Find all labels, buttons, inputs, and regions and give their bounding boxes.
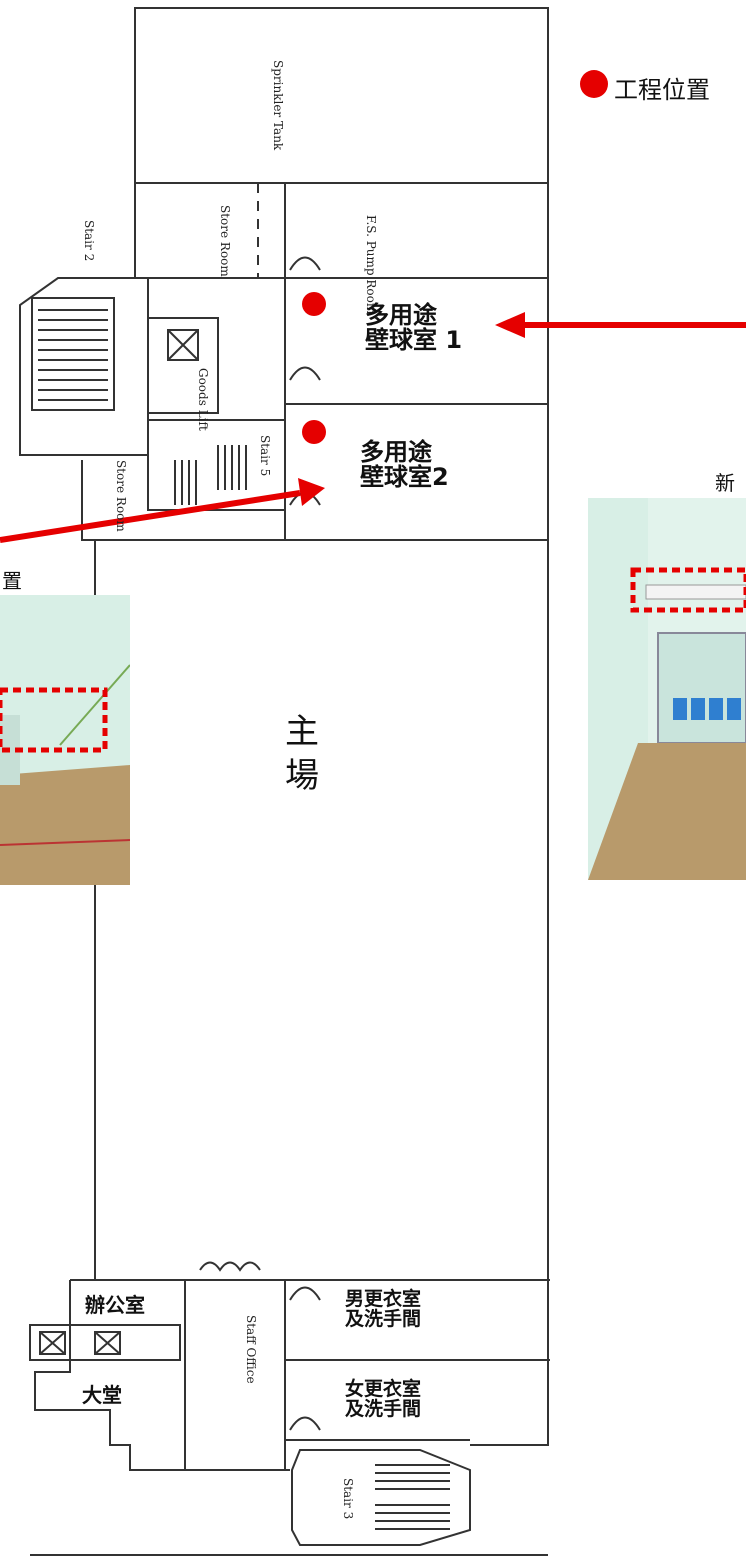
store-room-left-label: Store Room <box>114 460 128 532</box>
main-hall-label: 主 場 <box>285 712 319 797</box>
sprinkler-tank-label: Sprinkler Tank <box>271 60 285 151</box>
staff-office-label: Staff Office <box>244 1315 258 1384</box>
stair-5-label: Stair 5 <box>258 435 272 477</box>
right-photo-caption: 新 <box>715 471 735 495</box>
female-changing-label: 女更衣室 及洗手間 <box>345 1378 422 1420</box>
left-photo-caption: 置 <box>2 569 22 593</box>
sprinkler-tank-room <box>134 7 549 184</box>
squash-court-photo-left <box>0 595 130 885</box>
legend-label: 工程位置 <box>614 76 710 104</box>
location-marker-squash-1 <box>302 292 326 316</box>
squash-court-photo-right <box>588 498 746 880</box>
outer-wall <box>135 7 549 1446</box>
stair-2-label: Stair 2 <box>82 220 96 262</box>
left-photo-dashed-box <box>0 687 108 753</box>
male-changing-label: 男更衣室 及洗手間 <box>345 1288 422 1330</box>
squash-room-1-label: 多用途 壁球室 1 <box>365 301 463 355</box>
goods-lift-label: Goods Lift <box>196 368 210 431</box>
office-label: 辦公室 <box>85 1293 145 1317</box>
legend-marker <box>580 70 608 98</box>
stair-3-label: Stair 3 <box>341 1478 355 1520</box>
pump-room-label: F.S. Pump Room <box>364 215 378 315</box>
squash-room-2-label: 多用途 壁球室2 <box>360 438 449 492</box>
right-photo-dashed-box <box>630 567 746 613</box>
arrow-to-squash-2 <box>0 490 301 543</box>
lobby-label: 大堂 <box>82 1383 122 1407</box>
location-marker-squash-2 <box>302 420 326 444</box>
store-room-top-label: Store Room <box>218 205 232 277</box>
